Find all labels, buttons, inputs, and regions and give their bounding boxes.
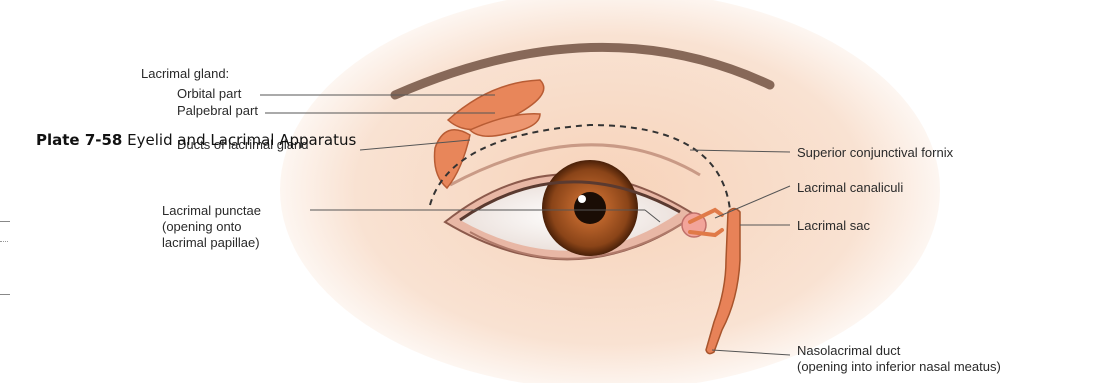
label-lacrimal-punctae-3: lacrimal papillae) — [162, 235, 260, 250]
label-lacrimal-punctae: Lacrimal punctae — [162, 203, 261, 218]
left-edge-line-bottom — [0, 294, 10, 295]
left-edge-line-top — [0, 221, 10, 222]
label-nasolacrimal-duct-2: (opening into inferior nasal meatus) — [797, 359, 1001, 374]
label-lacrimal-canaliculi: Lacrimal canaliculi — [797, 180, 903, 195]
left-edge-dots — [0, 241, 8, 242]
pupil-highlight — [578, 195, 586, 203]
plate-title: Eyelid and Lacrimal Apparatus — [127, 131, 356, 149]
plate-number: Plate 7-58 — [36, 131, 122, 149]
label-nasolacrimal-duct: Nasolacrimal duct — [797, 343, 900, 358]
label-lacrimal-gland: Lacrimal gland: — [141, 66, 229, 81]
label-lacrimal-punctae-2: (opening onto — [162, 219, 242, 234]
label-palpebral-part: Palpebral part — [177, 103, 258, 118]
plate-caption: Plate 7-58 Eyelid and Lacrimal Apparatus — [36, 131, 356, 149]
label-orbital-part: Orbital part — [177, 86, 241, 101]
label-superior-fornix: Superior conjunctival fornix — [797, 145, 953, 160]
label-lacrimal-sac: Lacrimal sac — [797, 218, 870, 233]
